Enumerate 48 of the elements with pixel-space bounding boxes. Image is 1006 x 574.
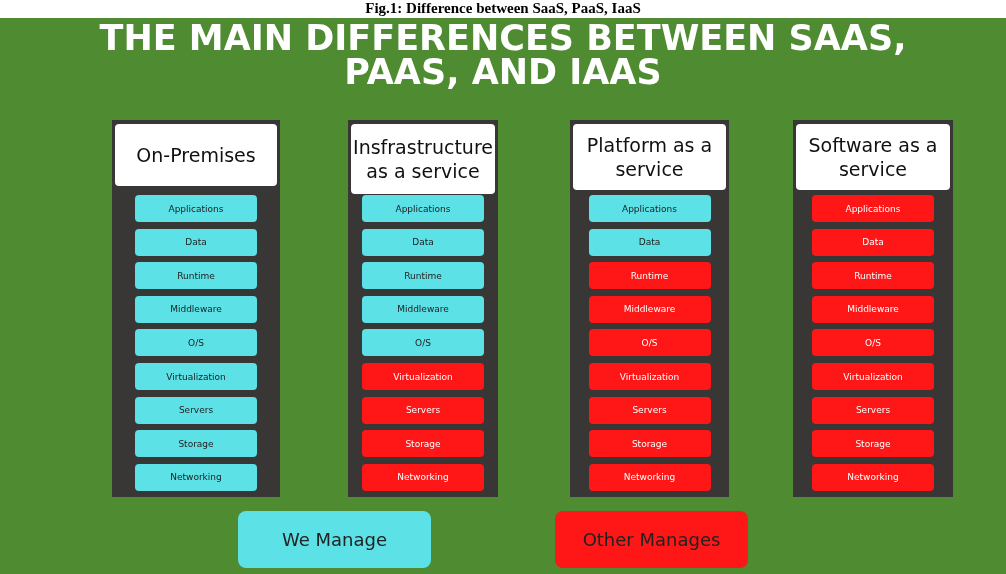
layer-box: Virtualization [135, 363, 257, 390]
layer-box: O/S [135, 329, 257, 357]
layer-box: Virtualization [362, 363, 484, 390]
layer-box: Servers [588, 396, 711, 424]
layer-box: Storage [812, 430, 934, 458]
layer-box: Runtime [135, 262, 257, 290]
layer-box: Middleware [135, 295, 257, 323]
layer-box: Runtime [588, 262, 711, 290]
layer-box: Networking [362, 463, 484, 491]
column-heading: Platform as a service [573, 124, 726, 190]
layer-box: Networking [812, 463, 934, 491]
column-heading: Insfrastructure as a service [351, 124, 495, 194]
layer-box: Virtualization [588, 363, 711, 390]
layer-box: Storage [135, 430, 257, 458]
layer-box: O/S [812, 329, 934, 357]
layer-box: Applications [588, 195, 711, 222]
layer-box: Virtualization [812, 363, 934, 390]
legend-label: We Manage [281, 529, 387, 550]
layer-box: Servers [362, 396, 484, 424]
layer-box: Data [812, 228, 934, 256]
layer-box: Data [362, 228, 484, 256]
figure-caption: Fig.1: Difference between SaaS, PaaS, IaaS [364, 0, 642, 17]
layer-box: O/S [362, 329, 484, 357]
layer-box: Networking [588, 463, 711, 491]
stack-panel [793, 120, 953, 497]
layer-box: Data [135, 228, 257, 256]
layer-box: Applications [362, 195, 484, 222]
diagram-title: THE MAIN DIFFERENCES BETWEEN SAAS, PAAS, AND IAAS [98, 21, 908, 89]
layer-box: O/S [588, 329, 711, 357]
stack-panel [348, 120, 498, 497]
stack-panel [112, 120, 280, 497]
layer-box: Networking [135, 463, 257, 491]
layer-box: Servers [135, 396, 257, 424]
layer-box: Storage [362, 430, 484, 458]
layer-box: Servers [812, 396, 934, 424]
column-heading: Software as a service [796, 124, 950, 190]
layer-box: Middleware [588, 295, 711, 323]
column-heading: On-Premises [115, 124, 277, 186]
layer-box: Middleware [362, 295, 484, 323]
layer-box: Applications [135, 195, 257, 222]
layer-box: Data [588, 228, 711, 256]
layer-box: Runtime [362, 262, 484, 290]
stack-panel [570, 120, 729, 497]
layer-box: Storage [588, 430, 711, 458]
legend-label: Other Manages [582, 529, 721, 550]
layer-box: Runtime [812, 262, 934, 290]
layer-box: Middleware [812, 295, 934, 323]
layer-box: Applications [812, 195, 934, 222]
